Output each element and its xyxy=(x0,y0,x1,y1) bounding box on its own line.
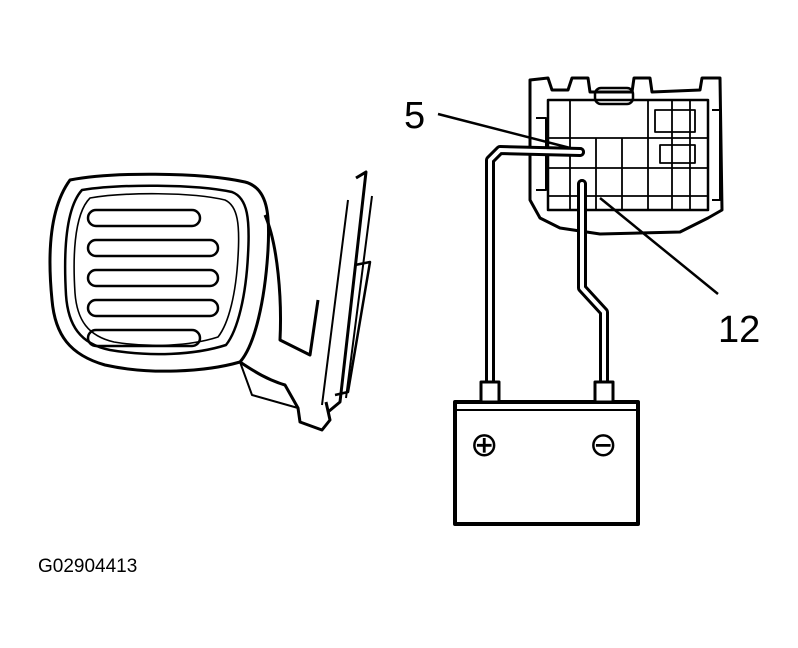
door-panel-block xyxy=(334,260,372,397)
negative-symbol: ⊖ xyxy=(589,425,618,465)
heater-bar xyxy=(86,208,202,228)
mirror-arm xyxy=(263,214,320,357)
mirror-base-edge xyxy=(239,361,299,409)
side-mirror xyxy=(48,170,373,432)
pin-label-5: 5 xyxy=(404,95,425,137)
positive-symbol: ⊕ xyxy=(470,425,499,465)
heater-bar xyxy=(86,268,220,288)
mirror-base xyxy=(239,360,332,432)
mirror-glass-frame xyxy=(63,184,250,356)
door-panel-edge xyxy=(321,195,373,406)
test-leads xyxy=(485,145,609,387)
battery: ⊕ ⊖ xyxy=(453,380,640,526)
mirror-housing-outer xyxy=(48,172,271,373)
negative-terminal-post xyxy=(593,380,615,404)
heater-bar xyxy=(86,328,202,348)
battery-body xyxy=(453,400,640,526)
positive-terminal-post xyxy=(479,380,501,404)
figure-id: G02904413 xyxy=(38,556,137,577)
heater-grid xyxy=(86,208,220,348)
leader-line-5 xyxy=(437,112,579,152)
positive-lead-inner xyxy=(488,148,582,384)
positive-lead-outer xyxy=(485,145,585,387)
negative-lead-inner xyxy=(580,182,606,384)
mirror-glass-inner xyxy=(73,192,240,347)
leader-line-12 xyxy=(599,197,719,295)
heater-bar xyxy=(86,298,220,318)
pin-label-12: 12 xyxy=(718,309,760,351)
heater-bar xyxy=(86,238,220,258)
connector-latch xyxy=(593,86,635,106)
negative-lead-outer xyxy=(577,179,609,387)
leader-lines xyxy=(437,112,719,295)
door-panel xyxy=(327,170,368,414)
